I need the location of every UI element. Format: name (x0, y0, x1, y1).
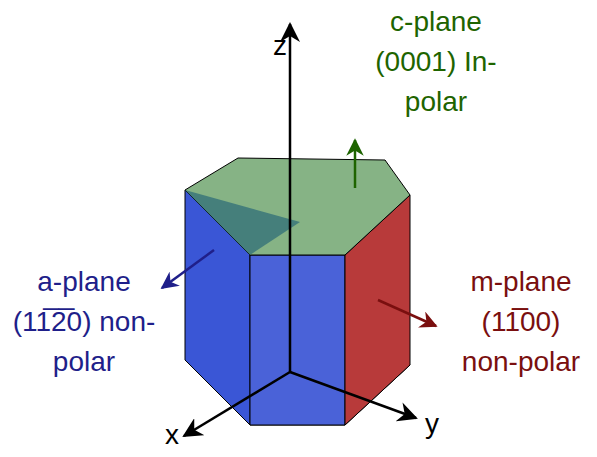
axis-label: z (268, 26, 292, 66)
a-plane-normal (162, 250, 214, 288)
plane-label: m-plane (11̅̅00) non-polar (450, 262, 592, 382)
axis-label: y (420, 404, 444, 444)
axes (184, 24, 416, 436)
plane-label: c-plane (0001) In-polar (366, 2, 506, 122)
c-plane-face (185, 158, 410, 255)
m-plane-normal (378, 300, 436, 326)
plane-label: a-plane (11̅2̅0) non-polar (10, 262, 158, 382)
front-face (250, 255, 345, 425)
shade (185, 190, 300, 255)
c-plane-normal (354, 140, 357, 188)
axis-label: x (160, 415, 184, 455)
hidden-edges (185, 158, 410, 425)
